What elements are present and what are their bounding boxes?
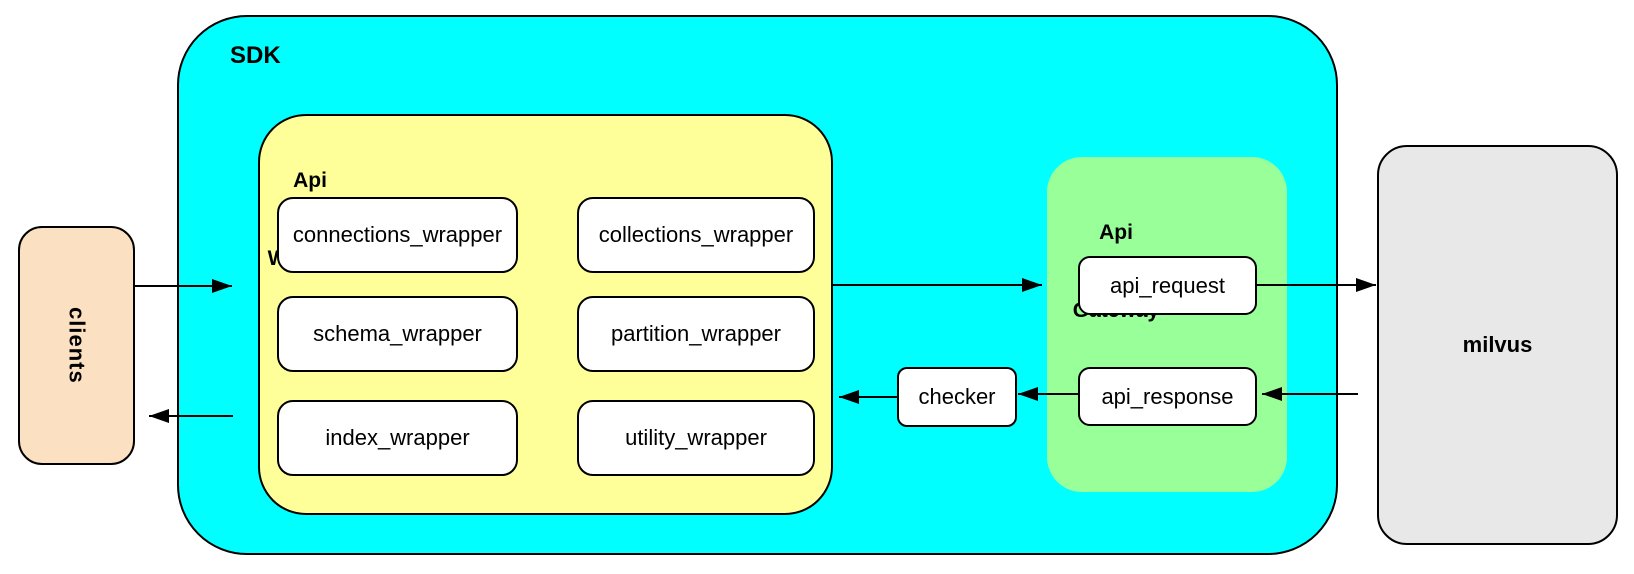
node-collections-wrapper-label: collections_wrapper: [598, 222, 794, 247]
node-milvus-label: milvus: [1462, 332, 1533, 357]
node-api-response: api_response: [1078, 367, 1257, 426]
node-index-wrapper-label: index_wrapper: [325, 425, 470, 450]
node-partition-wrapper-label: partition_wrapper: [611, 321, 781, 346]
node-partition-wrapper: partition_wrapper: [577, 296, 815, 372]
node-milvus: milvus: [1377, 145, 1618, 545]
node-schema-wrapper-label: schema_wrapper: [313, 321, 482, 346]
api-gateway-label-line1: Api: [1099, 221, 1133, 244]
node-clients-label: clients: [64, 307, 90, 384]
node-clients: clients: [18, 226, 135, 465]
node-connections-wrapper-label: connections_wrapper: [292, 222, 503, 247]
sdk-label: SDK: [230, 42, 281, 69]
node-checker-label: checker: [918, 384, 996, 409]
node-checker: checker: [897, 367, 1017, 427]
node-collections-wrapper: collections_wrapper: [577, 197, 815, 273]
node-utility-wrapper-label: utility_wrapper: [625, 425, 767, 450]
node-api-request: api_request: [1078, 256, 1257, 315]
node-schema-wrapper: schema_wrapper: [277, 296, 518, 372]
node-connections-wrapper: connections_wrapper: [277, 197, 518, 273]
node-index-wrapper: index_wrapper: [277, 400, 518, 476]
node-api-response-label: api_response: [1101, 383, 1234, 409]
api-gateway-container: [1047, 157, 1287, 492]
api-wrapper-label-line1: Api: [293, 169, 327, 192]
node-api-request-label: api_request: [1110, 272, 1225, 298]
node-utility-wrapper: utility_wrapper: [577, 400, 815, 476]
